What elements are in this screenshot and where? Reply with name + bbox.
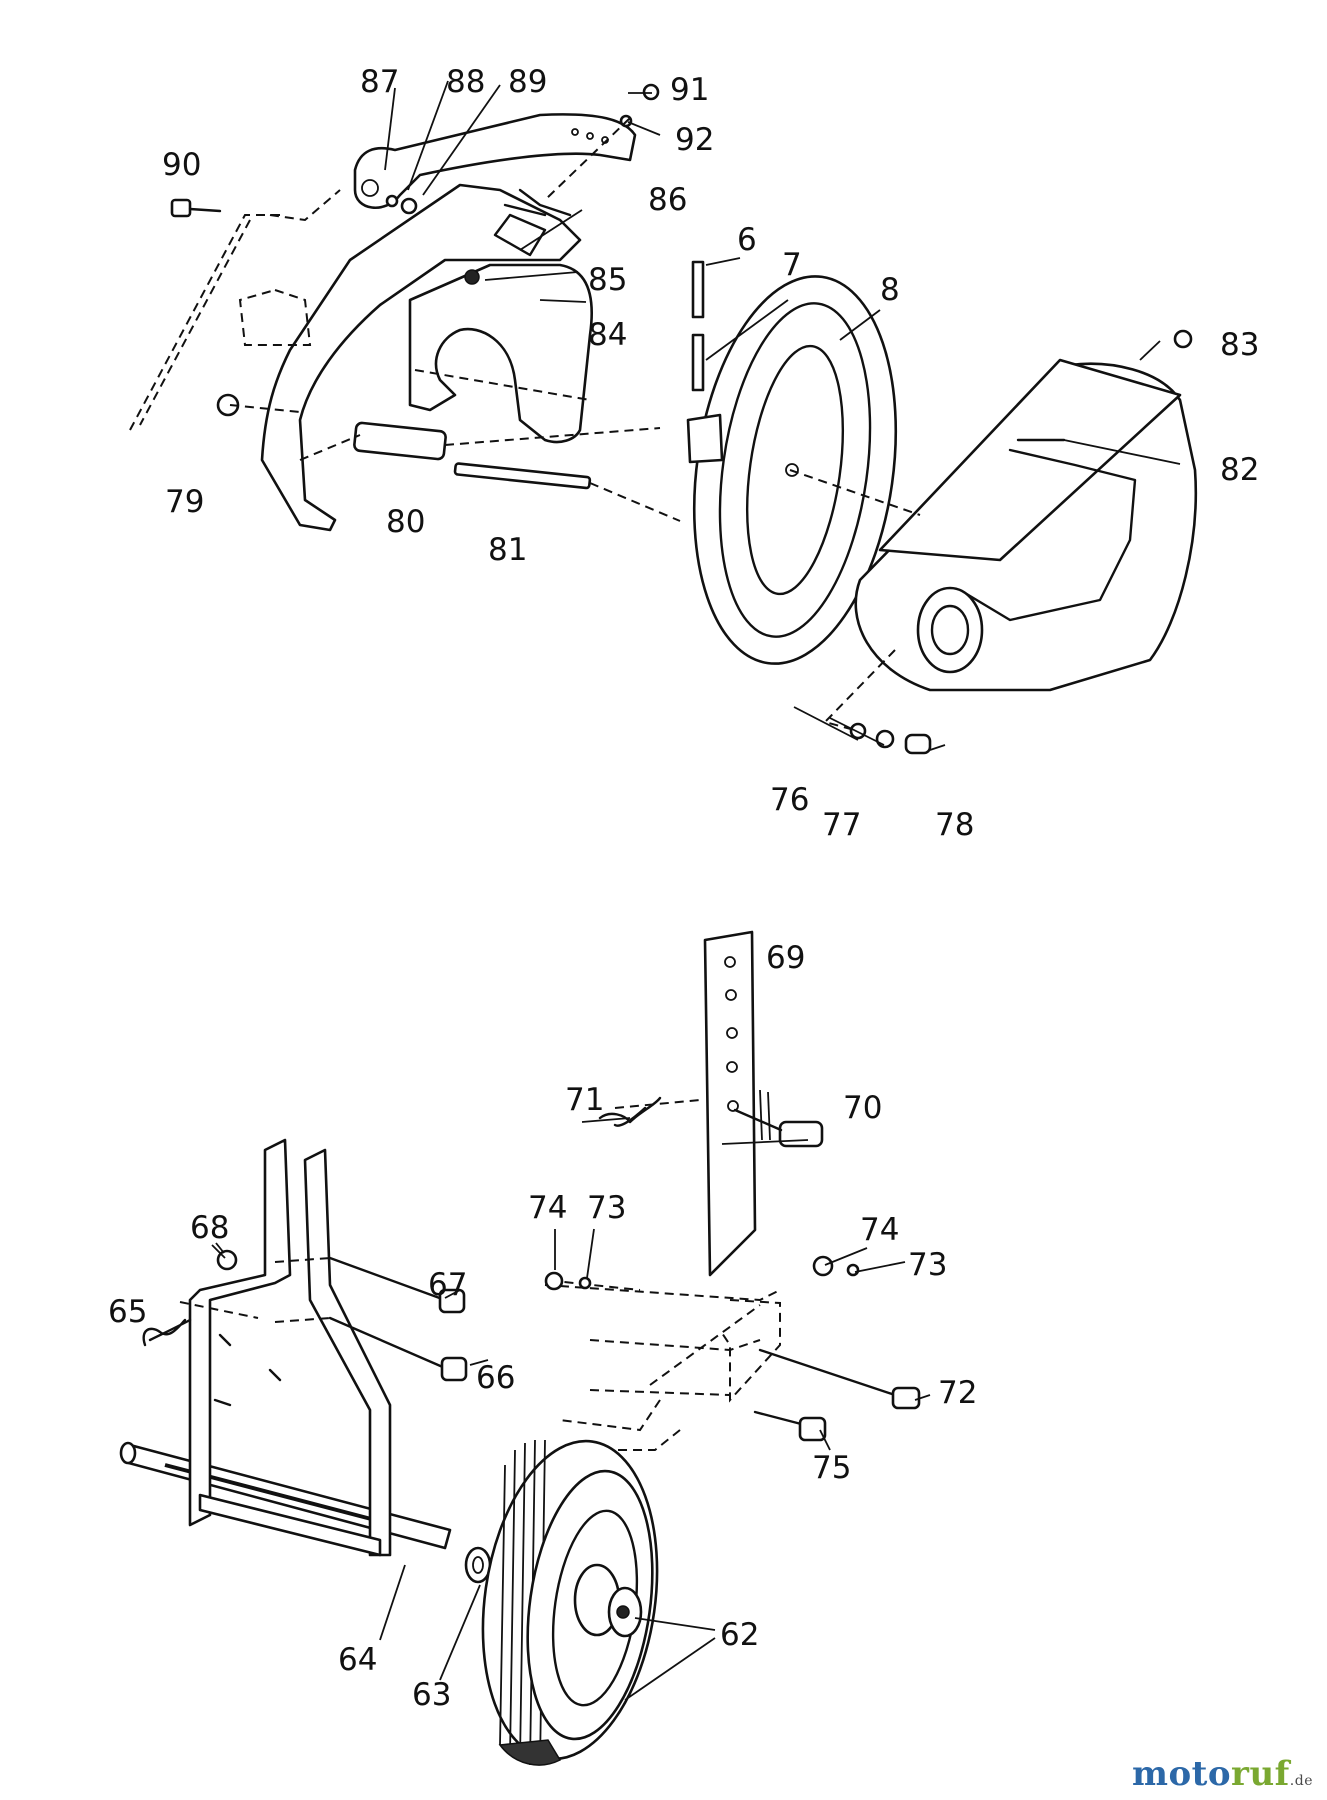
label-87: 87 [360,64,399,100]
label-74a: 74 [528,1190,567,1226]
wheel-bracket-left [188,1138,292,1527]
nut-89 [400,197,418,215]
clamp-plate [408,213,593,444]
bolt-75 [753,1410,827,1442]
label-86: 86 [648,182,687,218]
washer-88 [385,194,399,208]
bolt-67 [328,1256,466,1314]
pin-7 [691,333,705,392]
label-62: 62 [720,1617,759,1653]
label-7: 7 [782,247,802,283]
part-labels: 87 88 89 91 92 90 86 6 7 85 8 84 83 82 7… [108,64,1259,1713]
label-71: 71 [565,1082,604,1118]
label-6: 6 [737,222,757,258]
bolt-66 [328,1316,468,1382]
label-67: 67 [428,1267,467,1303]
lower-assembly [119,930,931,1766]
label-74b: 74 [860,1212,899,1248]
label-84: 84 [588,317,627,353]
nut-74-right [812,1255,834,1277]
clip-71 [598,1096,662,1127]
screw-90 [170,198,222,218]
cross-bar [198,1493,382,1557]
label-75: 75 [812,1450,851,1486]
label-83: 83 [1220,327,1259,363]
label-82: 82 [1220,452,1259,488]
label-77: 77 [822,807,861,843]
bolt-72 [758,1348,921,1410]
shaft-80 [353,421,447,461]
site-logo: motoruf.de [1132,1754,1313,1794]
label-69: 69 [766,940,805,976]
logo-part-3: .de [1289,1773,1313,1789]
label-66: 66 [476,1360,515,1396]
upper-assembly [129,80,1198,755]
label-8: 8 [880,272,900,308]
label-85: 85 [588,262,627,298]
label-91: 91 [670,72,709,108]
label-70: 70 [843,1090,882,1126]
screw-91 [642,83,660,101]
washer-73-left [578,1276,592,1290]
label-79: 79 [165,484,204,520]
label-73b: 73 [908,1247,947,1283]
washer-77 [875,729,895,749]
label-73a: 73 [587,1190,626,1226]
nut-74-left [544,1271,564,1291]
screw-83 [1173,329,1193,349]
label-64: 64 [338,1642,377,1678]
label-89: 89 [508,64,547,100]
label-78: 78 [935,807,974,843]
pulley-guard-82 [854,358,1198,692]
label-80: 80 [386,504,425,540]
washer-73-right [846,1263,860,1277]
label-65: 65 [108,1294,147,1330]
label-88: 88 [446,64,485,100]
depth-bar-69 [703,930,757,1277]
logo-part-1: moto [1131,1754,1232,1794]
label-63: 63 [412,1677,451,1713]
label-81: 81 [488,532,527,568]
nut-78 [904,733,932,755]
label-90: 90 [162,147,201,183]
label-68: 68 [190,1210,229,1246]
shaft-81 [453,462,592,490]
wheel-bracket-right [303,1148,392,1557]
clip-65 [142,1318,192,1347]
pin-6 [691,260,705,319]
label-92: 92 [675,122,714,158]
label-76: 76 [770,782,809,818]
logo-part-2: ruf [1231,1754,1290,1794]
drive-pulley-8 [686,275,898,665]
wheel-62 [481,1439,659,1766]
label-72: 72 [938,1375,977,1411]
